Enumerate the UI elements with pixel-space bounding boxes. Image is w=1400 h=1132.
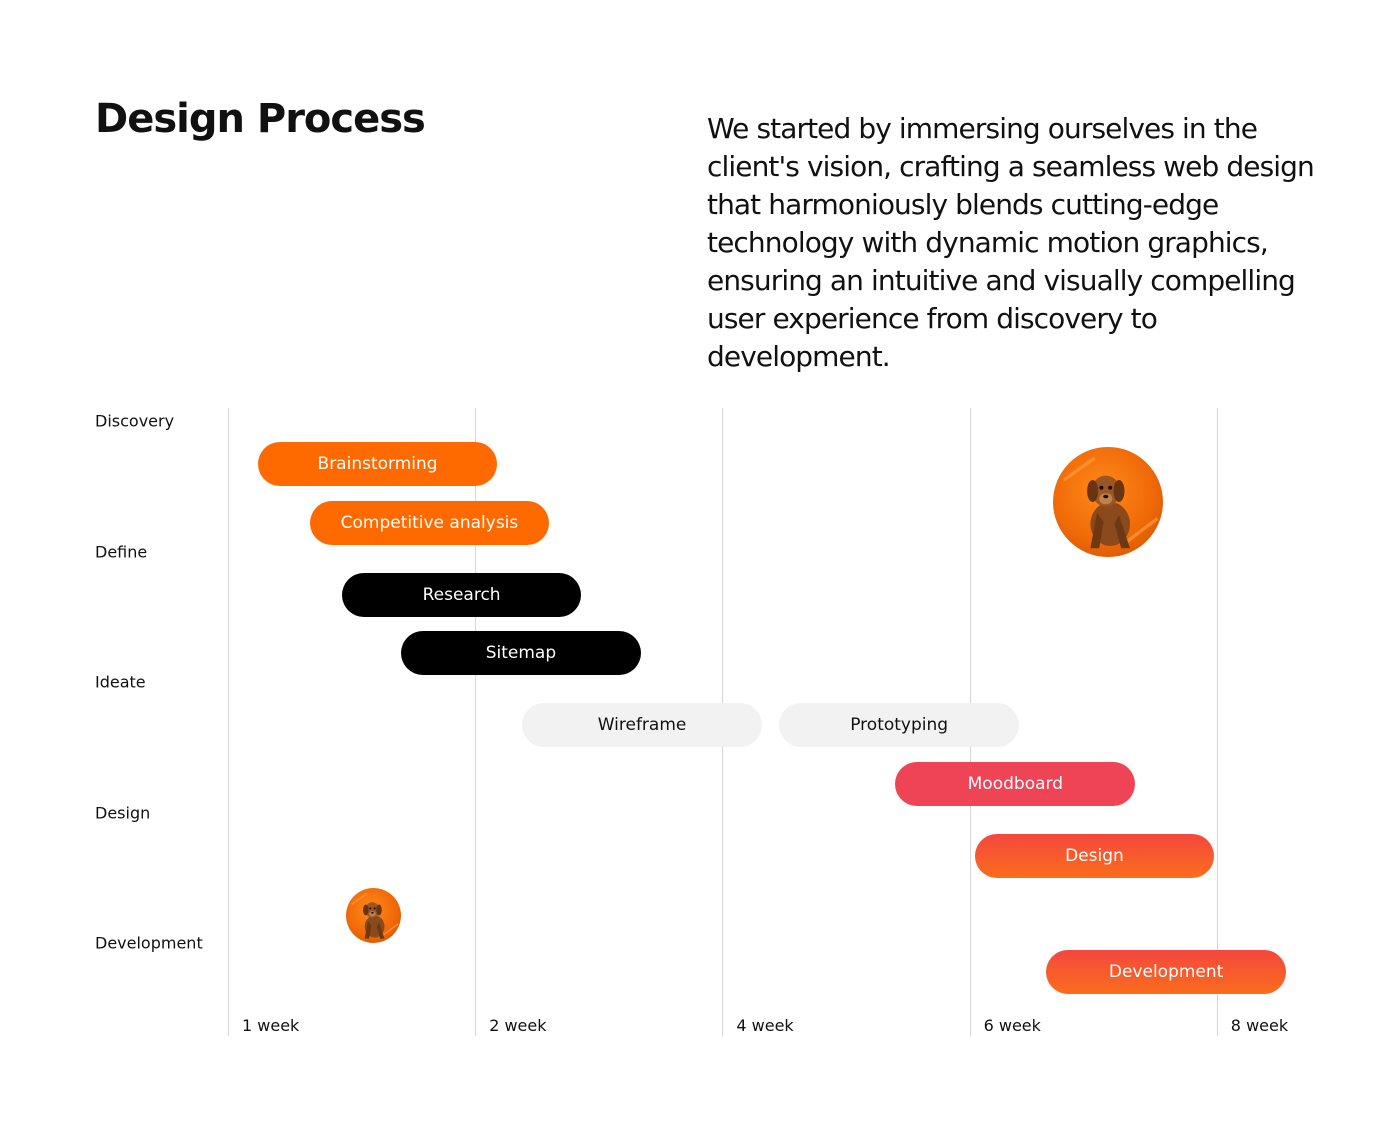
x-tick-label: 1 week xyxy=(242,1016,300,1035)
phase-label-development: Development xyxy=(95,933,203,953)
task-bar-prototyping[interactable]: Prototyping xyxy=(779,703,1020,748)
phase-label-define: Define xyxy=(95,542,148,561)
task-bar-sitemap[interactable]: Sitemap xyxy=(401,631,641,676)
task-bar-research[interactable]: Research xyxy=(341,572,582,617)
gridline-1-week xyxy=(228,408,229,1036)
task-bar-brainstorming[interactable]: Brainstorming xyxy=(257,442,498,487)
task-bar-moodboard[interactable]: Moodboard xyxy=(895,761,1136,806)
x-tick-label: 8 week xyxy=(1230,1016,1289,1035)
phase-label-design: Design xyxy=(95,803,151,822)
dog-photo-large xyxy=(1053,446,1164,557)
task-bar-design[interactable]: Design xyxy=(974,833,1215,878)
x-tick-label: 6 week xyxy=(983,1016,1041,1035)
page-title: Design Process xyxy=(95,96,426,142)
phase-label-ideate: Ideate xyxy=(95,672,146,692)
task-bar-competitive-analysis[interactable]: Competitive analysis xyxy=(309,500,550,545)
dog-photo-small xyxy=(346,888,402,944)
intro-paragraph: We started by immersing ourselves in the… xyxy=(707,112,1315,373)
phase-label-discovery: Discovery xyxy=(95,411,175,431)
task-bar-wireframe[interactable]: Wireframe xyxy=(522,703,762,748)
x-tick-label: 2 week xyxy=(489,1016,547,1035)
gridline-8-week xyxy=(1216,408,1218,1036)
gridline-2-week xyxy=(475,408,477,1036)
task-bar-development[interactable]: Development xyxy=(1046,949,1286,994)
x-tick-label: 4 week xyxy=(736,1016,794,1035)
